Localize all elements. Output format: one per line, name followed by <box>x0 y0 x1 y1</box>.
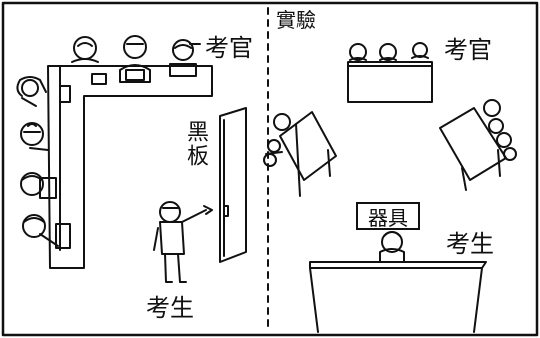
left-scene <box>16 35 247 283</box>
examiner-figure <box>119 35 151 83</box>
blackboard-label: 黑板 <box>183 120 208 168</box>
examiner-table-top <box>347 61 433 103</box>
left-candidate-label: 考生 <box>146 294 194 322</box>
right-candidate-label: 考生 <box>446 230 494 258</box>
examiner-figure <box>16 76 47 107</box>
paper <box>91 73 107 85</box>
candidate-figure <box>153 201 213 283</box>
examiner-figure <box>483 99 517 161</box>
right-examiners-label: 考官 <box>444 36 492 64</box>
paper <box>59 85 71 103</box>
examiner-figure <box>349 43 367 61</box>
l-shaped-table <box>47 65 213 269</box>
examiner-figure <box>20 172 57 199</box>
lab-label: 實驗 <box>276 8 316 32</box>
examiner-figure <box>263 113 291 167</box>
examiner-figure <box>411 42 429 59</box>
equipment-label: 器具 <box>368 205 408 230</box>
right-scene <box>263 42 517 333</box>
examiner-figure <box>20 122 49 151</box>
left-examiners-label: 考官 <box>205 34 253 62</box>
examiner-figure <box>22 214 71 249</box>
blackboard <box>219 107 247 263</box>
candidate-figure <box>379 231 405 263</box>
equipment-box: 器具 <box>356 202 420 230</box>
examiner-figure <box>169 39 201 77</box>
examiner-figure <box>71 36 99 63</box>
examiner-table-left <box>279 111 337 181</box>
examiner-figure <box>379 43 397 61</box>
